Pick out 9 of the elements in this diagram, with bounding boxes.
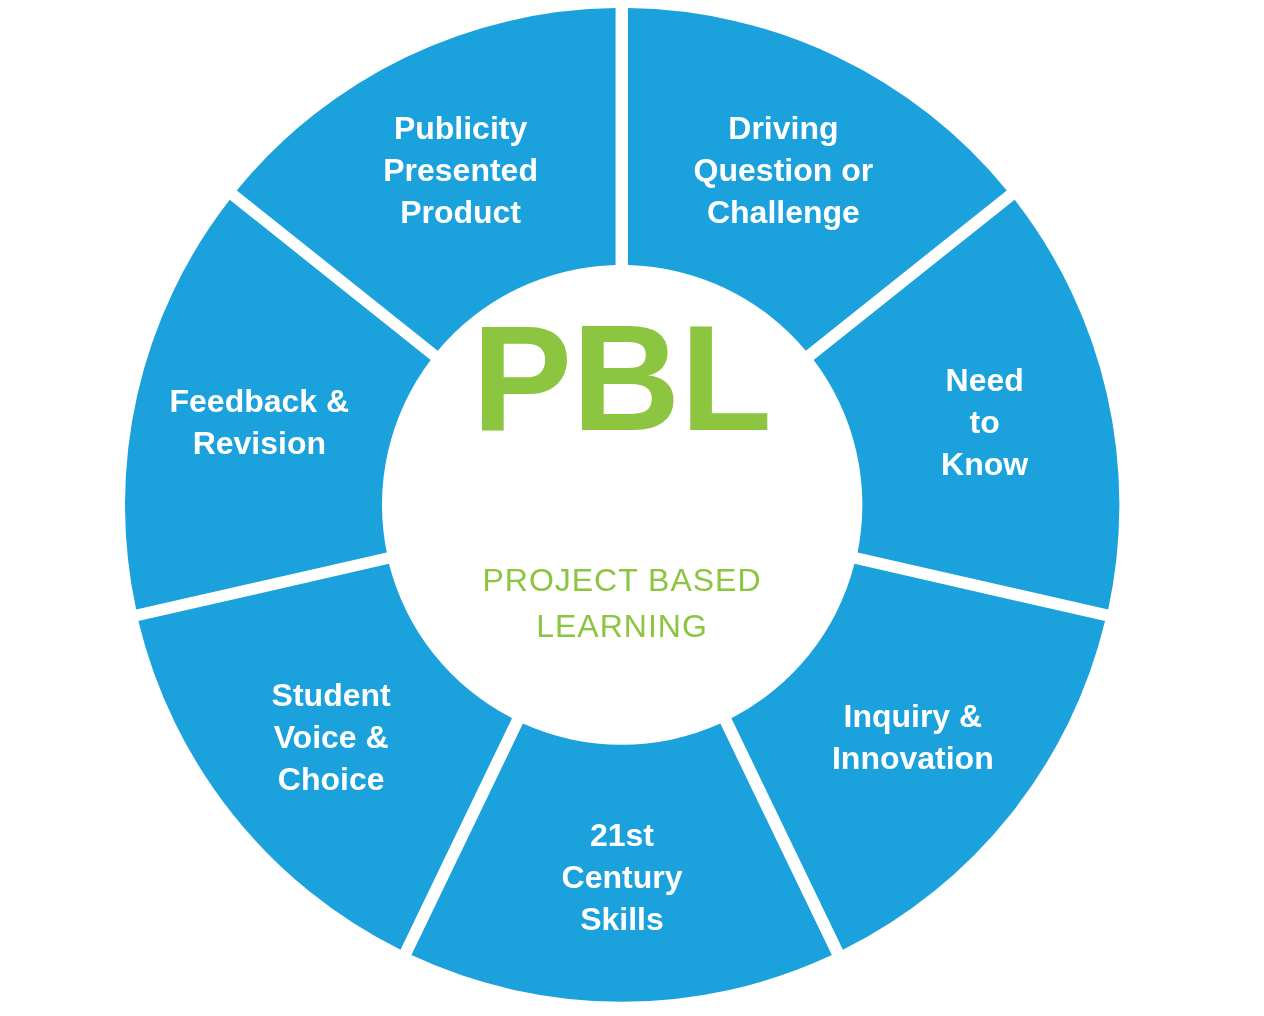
segment-label: Driving Question or Challenge — [692, 108, 875, 232]
segment-label: Student Voice & Choice — [270, 675, 392, 799]
segment-label: Feedback & Revision — [168, 382, 351, 464]
segment-label: Need to Know — [940, 361, 1030, 485]
segment-label: 21st Century Skills — [560, 816, 684, 939]
acronym-title: PBL — [472, 293, 772, 463]
subtitle-text: PROJECT BASED LEARNING — [481, 561, 763, 646]
segment-label: Inquiry & Innovation — [830, 696, 995, 778]
segment-label: Publicity Presented Product — [382, 108, 539, 232]
